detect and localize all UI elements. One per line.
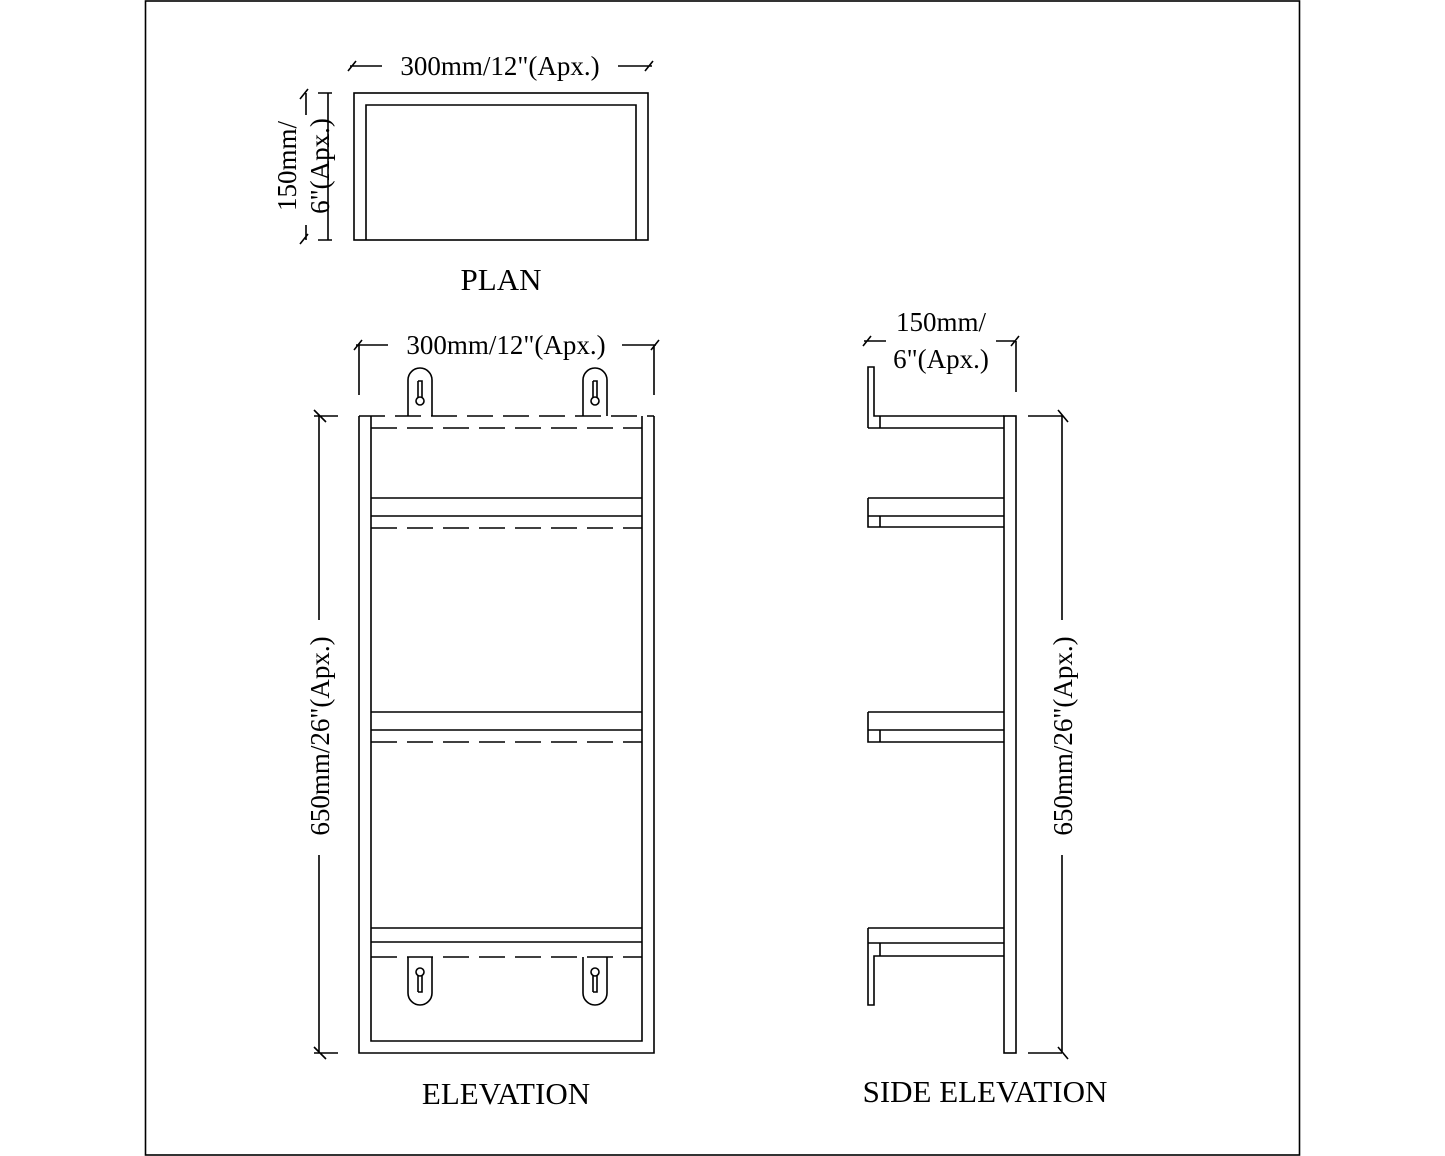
hanging-bracket-icon — [407, 367, 433, 416]
side-shelf-2 — [867, 711, 1004, 743]
side-depth-dimension: 150mm/ 6"(Apx.) — [862, 307, 1020, 392]
sheet-border — [144, 0, 1301, 1156]
side-elevation-view: 150mm/ 6"(Apx.) 650mm/26"(Apx.) SIDE ELE… — [862, 307, 1108, 1109]
elevation-view: 300mm/12"(Apx.) 650mm/26"(Apx.) ELEVATIO… — [305, 330, 660, 1111]
elevation-height-dimension: 650mm/26"(Apx.) — [305, 409, 338, 1060]
plan-depth-label-2: 6"(Apx.) — [305, 118, 335, 214]
back-panel — [1003, 415, 1017, 1054]
plan-width-dimension: 300mm/12"(Apx.) — [347, 51, 654, 81]
plan-depth-dimension: 150mm/ 6"(Apx.) — [272, 88, 335, 245]
elevation-height-label: 650mm/26"(Apx.) — [305, 636, 335, 835]
elevation-width-dimension: 300mm/12"(Apx.) — [353, 330, 660, 395]
elevation-title: ELEVATION — [422, 1076, 590, 1111]
hanging-bracket-icon — [582, 367, 608, 416]
plan-outer — [353, 92, 649, 241]
hanging-bracket-icon — [582, 957, 608, 1006]
elevation-outer — [358, 416, 655, 1054]
side-height-dimension: 650mm/26"(Apx.) — [1028, 409, 1078, 1060]
shelf-1 — [371, 497, 642, 529]
shelf-2 — [371, 711, 642, 743]
plan-title: PLAN — [461, 262, 542, 297]
side-depth-label-2: 6"(Apx.) — [893, 344, 989, 374]
elevation-width-label: 300mm/12"(Apx.) — [406, 330, 605, 360]
top-panel-hidden — [359, 415, 654, 429]
plan-view: 300mm/12"(Apx.) 150mm/ 6"(Apx.) PLAN — [272, 51, 654, 297]
side-shelf-1 — [867, 497, 1004, 528]
hanging-bracket-icon — [407, 957, 433, 1006]
side-top-panel — [867, 366, 1004, 429]
side-depth-label-1: 150mm/ — [896, 307, 987, 337]
plan-depth-label-1: 150mm/ — [272, 121, 302, 212]
elevation-inner — [370, 416, 643, 1042]
side-height-label: 650mm/26"(Apx.) — [1048, 636, 1078, 835]
side-shelf-3 — [867, 927, 1004, 1006]
shelf-3 — [371, 927, 642, 958]
plan-width-label: 300mm/12"(Apx.) — [400, 51, 599, 81]
side-elevation-title: SIDE ELEVATION — [863, 1074, 1108, 1109]
plan-inner — [365, 104, 637, 240]
